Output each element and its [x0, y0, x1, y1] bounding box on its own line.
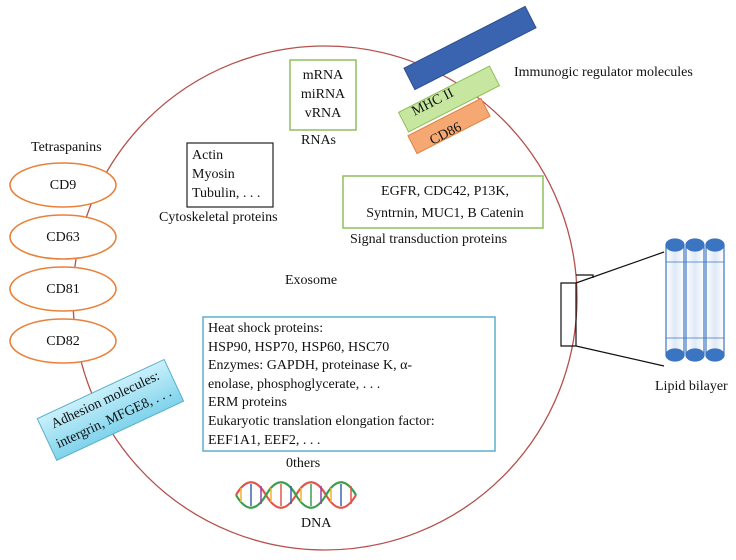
others-caption: 0thers	[286, 456, 321, 471]
others-list: Heat shock proteins: HSP90, HSP70, HSP60…	[208, 320, 494, 450]
dna-label: DNA	[301, 516, 332, 531]
cytoskeletal-list: Actin Myosin Tubulin, . . .	[192, 146, 274, 203]
others-line: Eukaryotic translation elongation factor…	[208, 413, 435, 429]
tetraspanin-cd82-label: CD82	[46, 334, 80, 349]
exosome-label: Exosome	[285, 273, 338, 288]
rna-item: mRNA	[302, 68, 344, 83]
cd86-bar	[407, 97, 491, 155]
rna-box	[289, 59, 357, 131]
mhc1-bar	[403, 5, 537, 91]
dna-helix-graphic	[235, 481, 357, 509]
signal-box	[342, 175, 544, 229]
tetraspanin-cd82-shape	[9, 318, 117, 364]
tetraspanin-cd81-shape	[9, 266, 117, 312]
others-line: enolase, phosphoglycerate, . . .	[208, 376, 381, 392]
rna-item: miRNA	[300, 87, 346, 102]
immunogenic-caption: Immunogic regulator molecules	[514, 65, 693, 80]
lipid-bilayer-graphic	[665, 238, 725, 362]
others-line: Heat shock proteins:	[208, 321, 324, 336]
signal-list: EGFR, CDC42, P13K, Syntrnin, MUC1, B Cat…	[350, 181, 540, 225]
others-line: ERM proteins	[208, 395, 287, 411]
others-box	[202, 316, 496, 452]
rna-list: mRNA miRNA vRNA	[290, 66, 356, 123]
signal-caption: Signal transduction proteins	[350, 232, 508, 247]
cytoskeletal-item: Myosin	[192, 167, 235, 182]
signal-line: Syntrnin, MUC1, B Catenin	[366, 206, 524, 221]
tetraspanins-title: Tetraspanins	[31, 140, 102, 155]
cytoskeletal-caption: Cytoskeletal proteins	[159, 210, 278, 225]
adhesion-box	[36, 358, 185, 461]
cytoskeletal-item: Actin	[192, 148, 224, 163]
others-line: HSP90, HSP70, HSP60, HSC70	[208, 339, 390, 355]
lipid-bilayer-label: Lipid bilayer	[655, 379, 728, 394]
tetraspanin-cd9-label: CD9	[49, 178, 77, 193]
others-line: Enzymes: GAPDH, proteinase K, α-	[208, 358, 413, 374]
rna-caption: RNAs	[301, 133, 337, 148]
tetraspanin-cd63-label: CD63	[46, 230, 80, 245]
signal-line: EGFR, CDC42, P13K,	[381, 184, 509, 199]
others-line: EEF1A1, EEF2, . . .	[208, 432, 321, 448]
cytoskeletal-box	[186, 142, 274, 208]
tetraspanin-cd63-shape	[9, 214, 117, 260]
mhc2-bar	[397, 65, 501, 133]
lipid-zoom-lines	[560, 251, 665, 367]
rna-item: vRNA	[304, 106, 342, 121]
cytoskeletal-item: Tubulin, . . .	[192, 186, 261, 201]
tetraspanin-cd81-label: CD81	[46, 282, 80, 297]
tetraspanin-cd9-shape	[9, 162, 117, 208]
